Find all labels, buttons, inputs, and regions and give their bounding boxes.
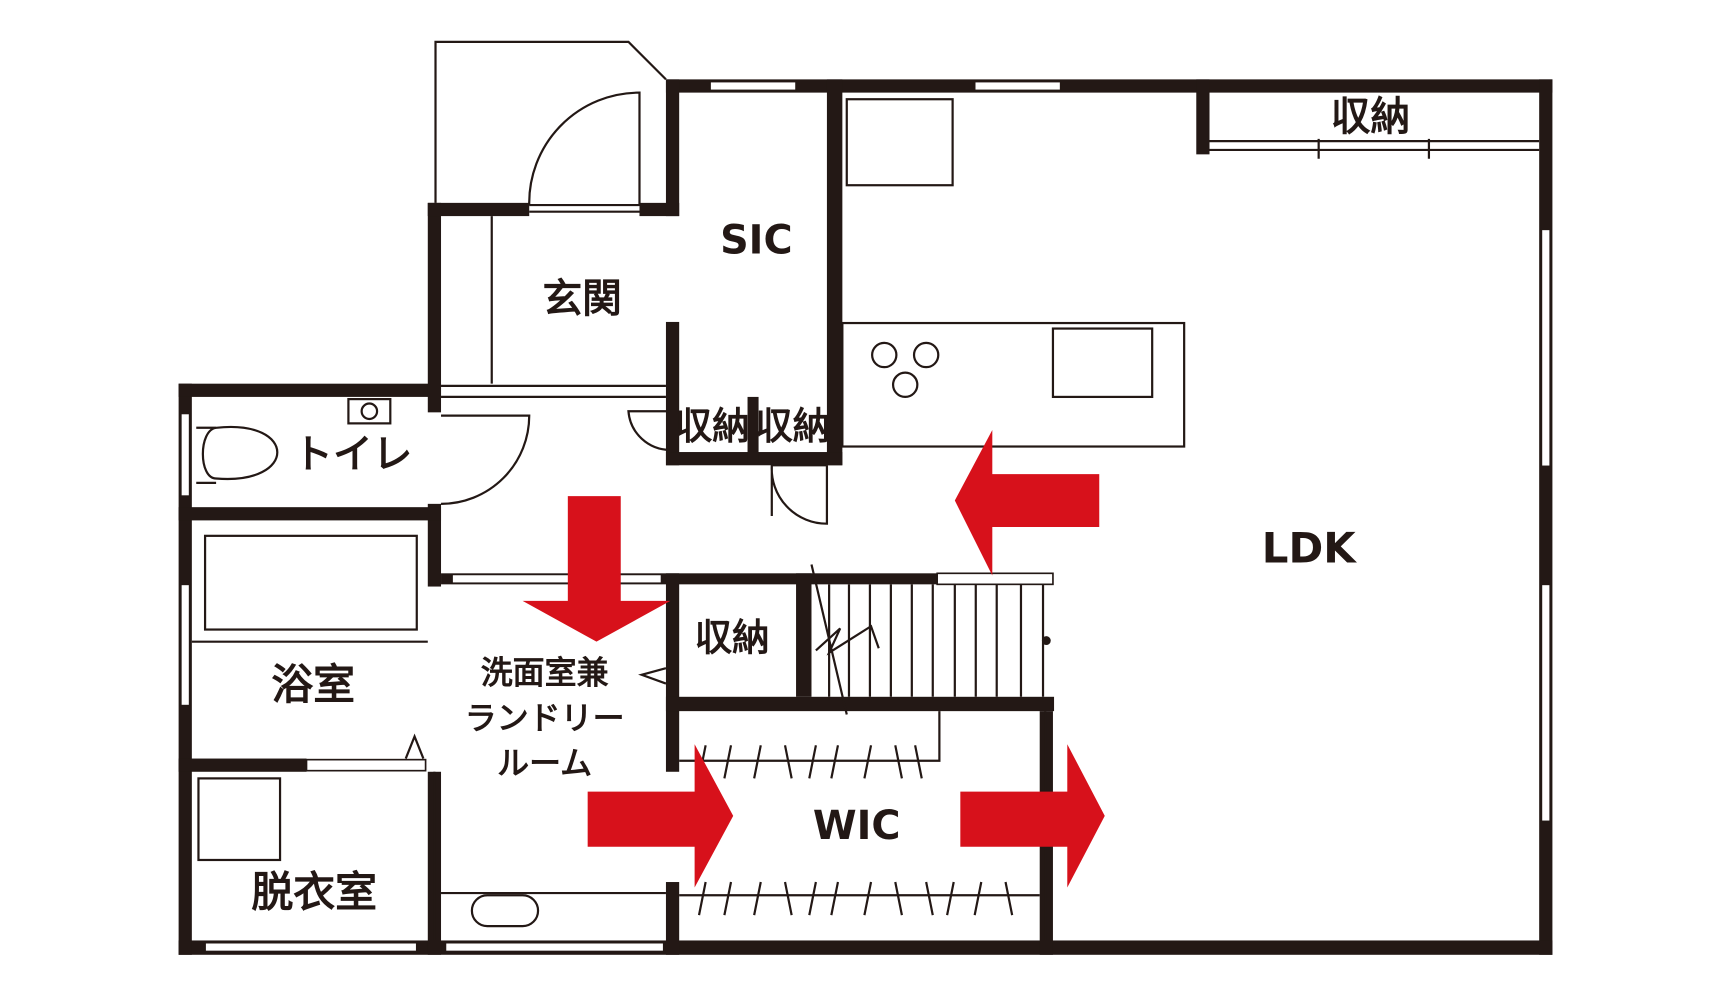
room-label-storage-3: 収納 (695, 615, 770, 659)
room-label-storage-1: 収納 (675, 404, 750, 448)
arrow-left-icon (954, 429, 1100, 576)
arrow-down-icon (522, 496, 671, 642)
room-label-dressing: 脱衣室 (251, 867, 377, 916)
room-label-bath: 浴室 (271, 660, 355, 709)
room-label-toilet: トイレ (293, 431, 412, 477)
room-label-storage-ldk: 収納 (1331, 94, 1410, 140)
entry-door (528, 91, 641, 213)
room-label-storage-2: 収納 (755, 404, 830, 448)
room-label-entrance: 玄関 (542, 276, 621, 322)
room-label-laundry: ルーム (497, 744, 592, 782)
room-label-ldk: LDK (1262, 523, 1357, 572)
handrail-end (1041, 636, 1051, 645)
room-label-laundry: ランドリー (465, 699, 625, 737)
room-label-wic: WIC (813, 803, 901, 849)
room-label-sic: SIC (720, 218, 792, 264)
arrow-right-icon (587, 744, 734, 888)
room-label-laundry: 洗面室兼 (481, 654, 609, 692)
windows (179, 80, 1552, 953)
porch-outline (434, 40, 667, 203)
arrow-right-icon (960, 744, 1105, 888)
